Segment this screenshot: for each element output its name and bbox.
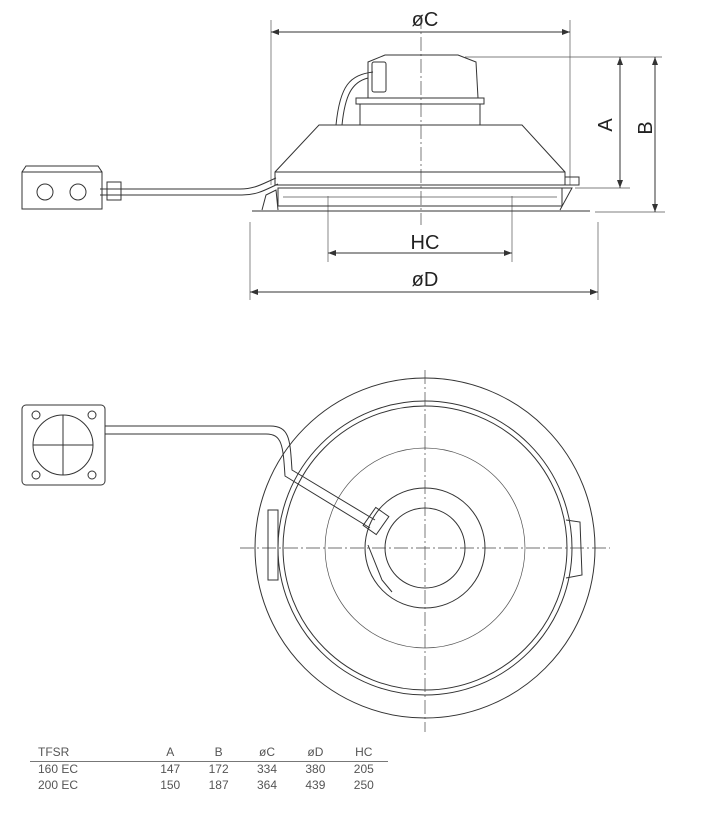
- cell: 187: [208, 778, 229, 792]
- table-header: TFSR A B øC øD HC: [30, 745, 388, 762]
- junction-box-side: [21, 171, 103, 210]
- dimensions-table: TFSR A B øC øD HC 160 EC 147 172 334 380…: [30, 745, 388, 794]
- col-d: øD: [291, 745, 340, 762]
- junction-box-top: [21, 404, 106, 486]
- cell: 200 EC: [38, 778, 79, 792]
- label-diameter-d: øD: [412, 269, 439, 291]
- col-c: øC: [242, 745, 292, 762]
- table-row: 200 EC 150 187 364 439 250: [30, 778, 388, 794]
- col-hc: HC: [339, 745, 388, 762]
- cell: 380: [305, 762, 326, 776]
- cell: 160 EC: [38, 762, 79, 776]
- col-a: A: [146, 745, 195, 762]
- cell: 172: [208, 762, 229, 776]
- cell: 147: [160, 762, 181, 776]
- cell: 439: [305, 778, 326, 792]
- col-model: TFSR: [30, 745, 147, 762]
- side-view: øC A B HC øD: [21, 9, 665, 300]
- cell: 250: [353, 778, 374, 792]
- label-height-a: A: [595, 118, 617, 132]
- cell: 364: [256, 778, 278, 792]
- cell: 334: [256, 762, 278, 776]
- top-view: [21, 370, 610, 732]
- label-hole-c: HC: [411, 232, 440, 254]
- cell: 150: [160, 778, 181, 792]
- label-height-b: B: [635, 121, 657, 134]
- label-diameter-c: øC: [412, 9, 439, 31]
- table-row: 160 EC 147 172 334 380 205: [30, 762, 388, 779]
- cell: 205: [353, 762, 374, 776]
- col-b: B: [194, 745, 243, 762]
